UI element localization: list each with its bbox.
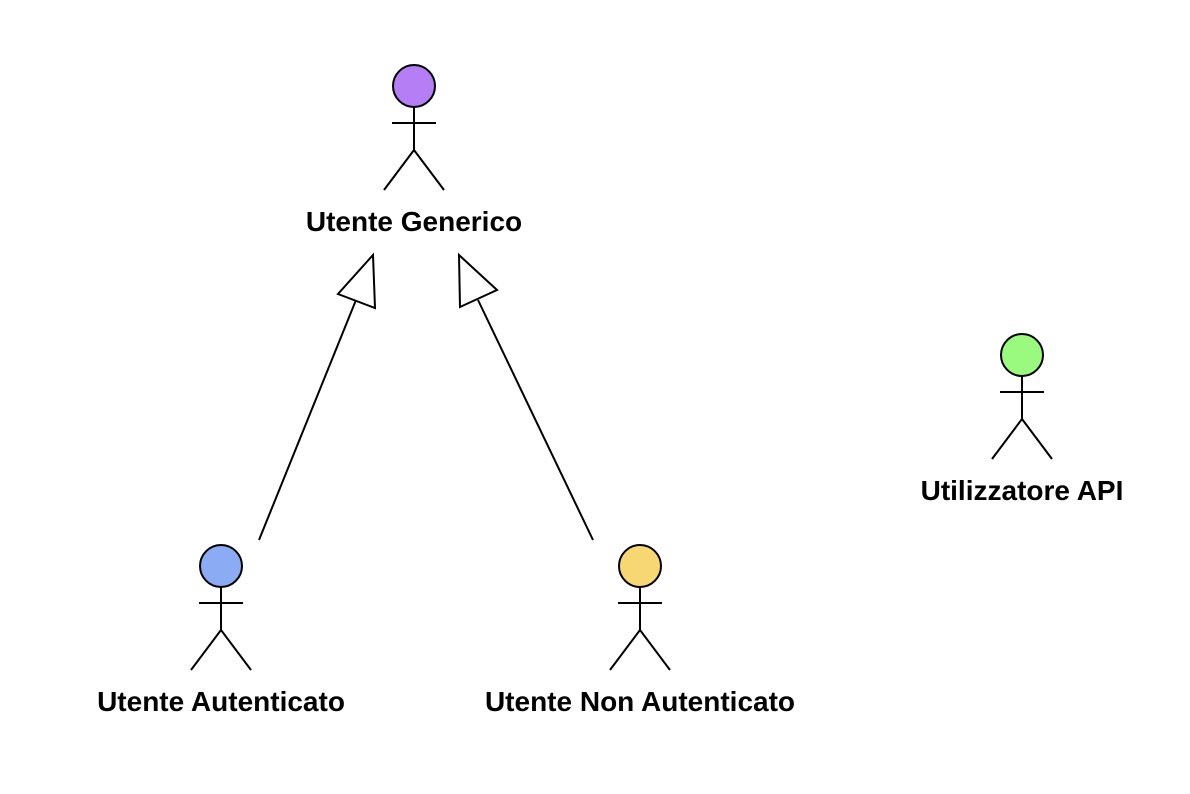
stick-figure-icon <box>609 544 671 671</box>
stick-figure-icon <box>991 333 1053 460</box>
generalization-non-autenticato-to-generico <box>457 252 594 541</box>
actor-label-utente-non-autenticato: Utente Non Autenticato <box>484 686 796 717</box>
generalization-arrowhead-icon <box>457 252 499 309</box>
actor-label-utilizzatore-api: Utilizzatore API <box>920 475 1124 506</box>
actor-label-utente-autenticato: Utente Autenticato <box>97 686 345 717</box>
generalization-autenticato-to-generico <box>258 252 377 541</box>
generalization-arrowhead-icon <box>336 252 377 310</box>
actor-utilizzatore-api[interactable] <box>991 333 1053 460</box>
stick-figure-icon <box>190 544 252 671</box>
actor-utente-generico[interactable] <box>383 64 445 191</box>
actor-label-utente-generico: Utente Generico <box>305 206 523 237</box>
actor-utente-autenticato[interactable] <box>190 544 252 671</box>
actor-utente-non-autenticato[interactable] <box>609 544 671 671</box>
stick-figure-icon <box>383 64 445 191</box>
